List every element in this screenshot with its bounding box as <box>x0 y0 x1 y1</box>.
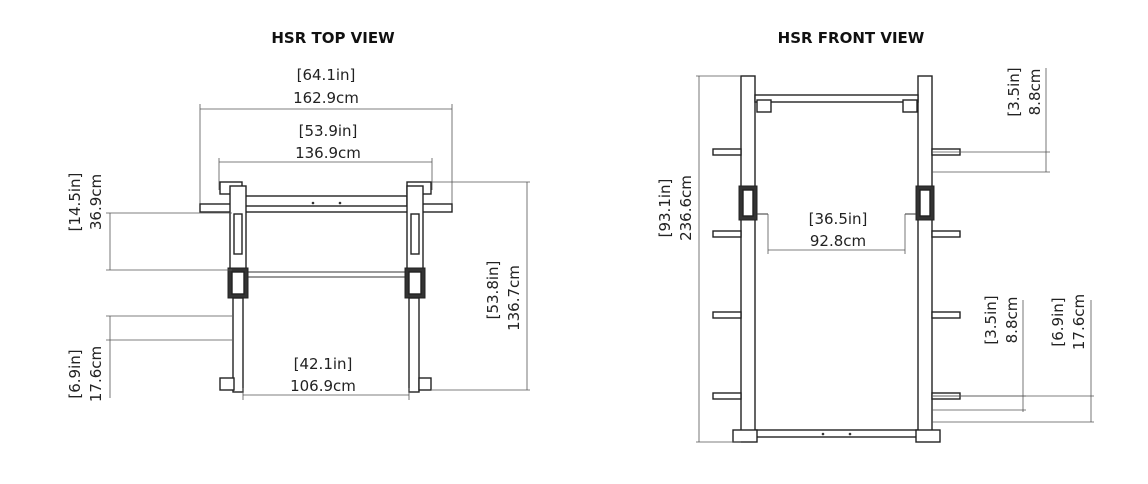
front-low-offset-in: [3.5in] <box>982 295 1000 344</box>
top-upper-depth-cm: 36.9cm <box>87 174 105 230</box>
top-upper-depth-in: [14.5in] <box>66 173 84 232</box>
front-low-offset2-cm: 17.6cm <box>1070 294 1088 350</box>
front-view-rack-drawing <box>712 75 961 443</box>
top-overall-depth-cm: 136.7cm <box>505 265 523 331</box>
front-top-offset-dimension: [3.5in] 8.8cm <box>932 67 1050 173</box>
top-upper-depth-dimension: [14.5in] 36.9cm <box>66 173 232 271</box>
top-foot-offset-dimension: [6.9in] 17.6cm <box>66 315 232 402</box>
top-foot-offset-cm: 17.6cm <box>87 346 105 402</box>
top-inner-width-in: [53.9in] <box>299 122 358 140</box>
front-height-in: [93.1in] <box>656 179 674 238</box>
top-inner-width-cm: 136.9cm <box>295 144 361 162</box>
front-inner-width-in: [36.5in] <box>809 210 868 228</box>
front-low-offset2-in: [6.9in] <box>1049 297 1067 346</box>
top-view-title: HSR TOP VIEW <box>271 29 395 47</box>
top-overall-depth-dimension: [53.8in] 136.7cm <box>432 181 530 391</box>
top-foot-width-dimension: [42.1in] 106.9cm <box>242 355 410 400</box>
top-inner-width-dimension: [53.9in] 136.9cm <box>218 122 433 190</box>
front-top-offset-cm: 8.8cm <box>1026 69 1044 116</box>
top-overall-width-cm: 162.9cm <box>293 89 359 107</box>
top-overall-width-dimension: [64.1in] 162.9cm <box>199 66 453 208</box>
front-low-offset2-dimension: [6.9in] 17.6cm <box>932 294 1094 423</box>
top-overall-depth-in: [53.8in] <box>484 261 502 320</box>
front-view: HSR FRONT VIEW <box>656 29 1094 443</box>
front-inner-width-cm: 92.8cm <box>810 232 866 250</box>
front-height-dimension: [93.1in] 236.6cm <box>656 75 741 443</box>
top-view-rack-drawing <box>199 181 453 393</box>
front-height-cm: 236.6cm <box>677 175 695 241</box>
front-view-title: HSR FRONT VIEW <box>778 29 925 47</box>
top-view: HSR TOP VIEW [64.1in] 162.9cm [53.9in] 1… <box>66 29 530 402</box>
front-top-offset-in: [3.5in] <box>1005 67 1023 116</box>
top-foot-offset-in: [6.9in] <box>66 349 84 398</box>
top-overall-width-in: [64.1in] <box>297 66 356 84</box>
front-inner-width-dimension: [36.5in] 92.8cm <box>767 210 906 254</box>
top-foot-width-in: [42.1in] <box>294 355 353 373</box>
front-low-offset-cm: 8.8cm <box>1003 297 1021 344</box>
top-foot-width-cm: 106.9cm <box>290 377 356 395</box>
